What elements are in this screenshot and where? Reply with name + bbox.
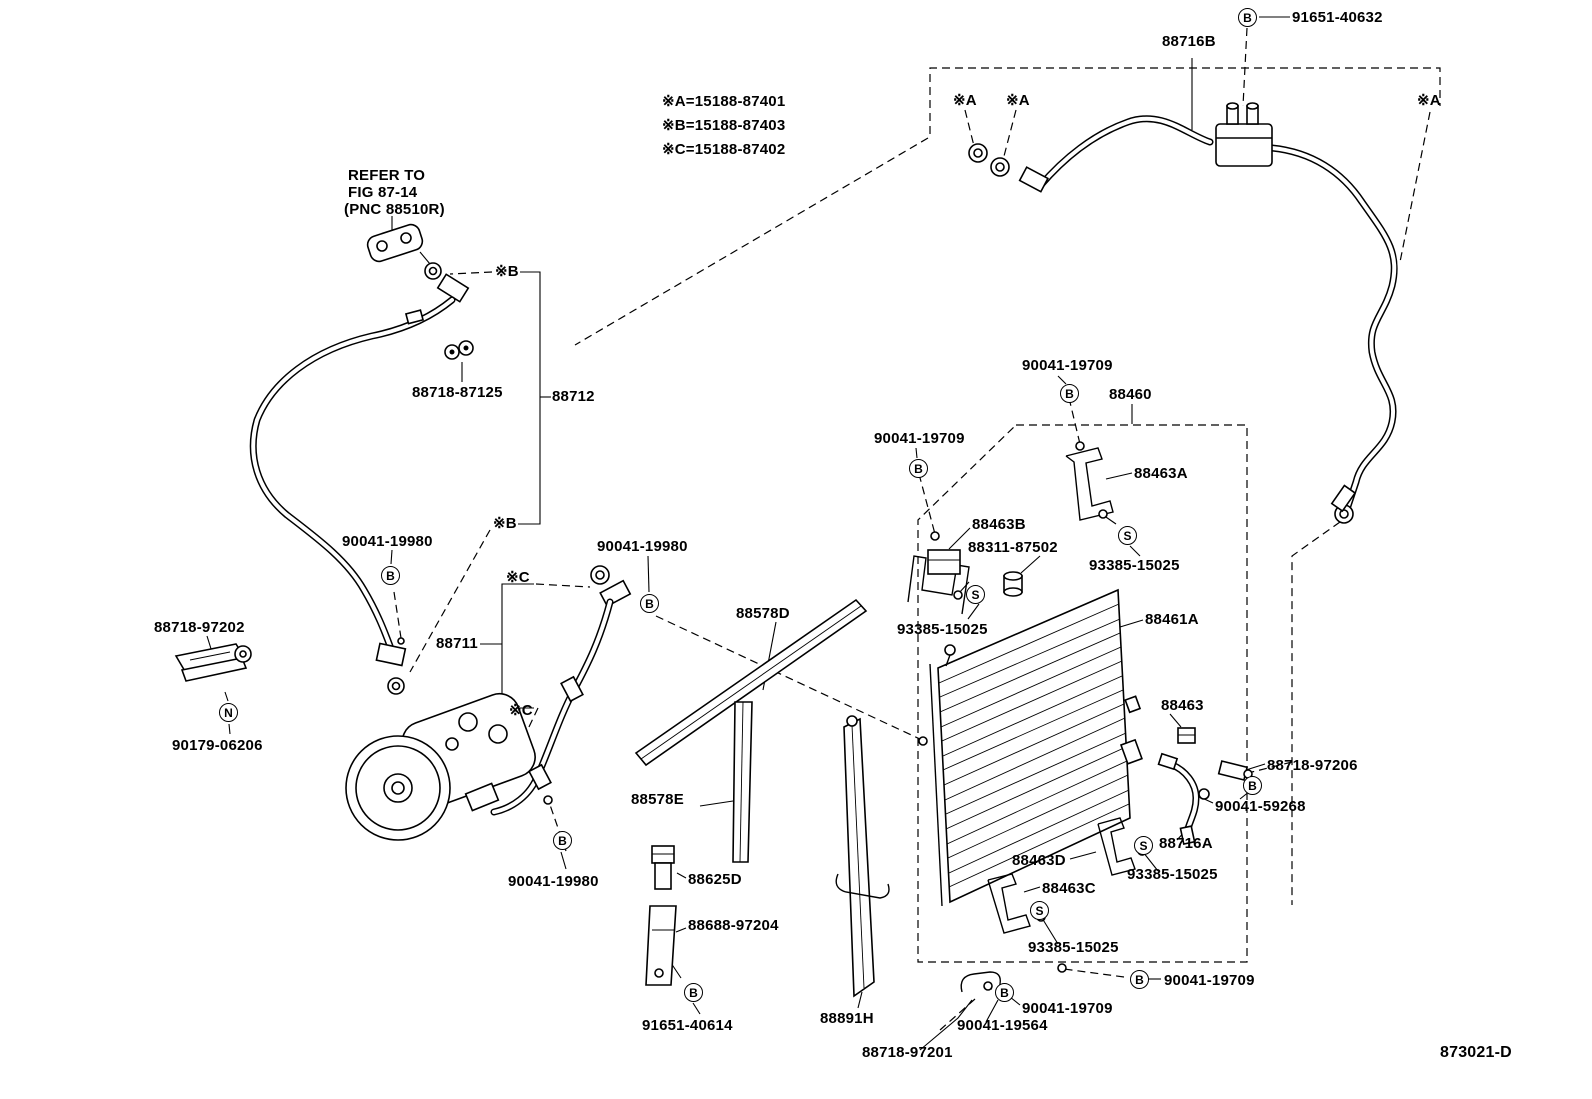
note-refer-to-line2: FIG 87-14	[348, 184, 418, 201]
bracket-88463d-drawing	[1097, 817, 1136, 876]
callout-b-circle-4: B	[381, 566, 400, 585]
compressor-drawing	[345, 692, 536, 841]
part-label-93385-15025-3: 93385-15025	[1127, 866, 1218, 883]
ref-mark-a-2: ※A	[1006, 92, 1030, 109]
ref-mark-a-3: ※A	[1417, 92, 1441, 109]
callout-b-circle-5: B	[640, 594, 659, 613]
part-label-88463c: 88463C	[1042, 880, 1096, 897]
part-label-88578d: 88578D	[736, 605, 790, 622]
callout-b-circle-10: B	[1243, 776, 1262, 795]
refer-flange-drawing	[366, 223, 424, 263]
part-label-90041-19564: 90041-19564	[957, 1017, 1048, 1034]
dashed-reference-lines	[393, 27, 1441, 1031]
part-label-88718-87125: 88718-87125	[412, 384, 503, 401]
part-label-90041-19709-2: 90041-19709	[874, 430, 965, 447]
drawing-number: 873021-D	[1440, 1044, 1512, 1061]
callout-s-circle-4: S	[1030, 901, 1049, 920]
callout-b-circle-1: B	[1238, 8, 1257, 27]
callout-n-circle: N	[219, 703, 238, 722]
ref-mark-c-2: ※C	[509, 702, 533, 719]
callout-b-circle-2: B	[1060, 384, 1079, 403]
legend-item-c: ※C=15188-87402	[662, 141, 786, 158]
connector-88718-97206-drawing	[1198, 760, 1253, 800]
seal-88578e-drawing	[732, 701, 753, 863]
part-label-88718-97206: 88718-97206	[1267, 757, 1358, 774]
rear-cooler-pipe-88716b-drawing	[968, 102, 1398, 524]
callout-b-circle-3: B	[909, 459, 928, 478]
bracket-88463b-drawing	[907, 549, 970, 615]
callout-b-circle-8: B	[995, 983, 1014, 1002]
part-label-88578e: 88578E	[631, 791, 684, 808]
part-label-93385-15025-2: 93385-15025	[897, 621, 988, 638]
leader-lines	[206, 16, 1290, 1051]
part-label-90041-19980-3: 90041-19980	[508, 873, 599, 890]
discharge-hose-88711-drawing	[490, 565, 632, 816]
part-label-90041-59268: 90041-59268	[1215, 798, 1306, 815]
part-label-91651-40632: 91651-40632	[1292, 9, 1383, 26]
legend-item-a: ※A=15188-87401	[662, 93, 786, 110]
part-label-88716b: 88716B	[1162, 33, 1216, 50]
legend-item-b: ※B=15188-87403	[662, 117, 786, 134]
callout-b-circle-6: B	[553, 831, 572, 850]
callout-s-circle-2: S	[966, 585, 985, 604]
seal-88891h-drawing	[835, 715, 890, 998]
seal-88578d-drawing	[634, 598, 868, 767]
part-label-90041-19980-2: 90041-19980	[597, 538, 688, 555]
bracket-88463a-drawing	[1065, 447, 1114, 521]
part-label-88463a: 88463A	[1134, 465, 1188, 482]
part-label-93385-15025-1: 93385-15025	[1089, 557, 1180, 574]
callout-s-circle-1: S	[1118, 526, 1137, 545]
part-label-88718-97202: 88718-97202	[154, 619, 245, 636]
part-label-91651-40614: 91651-40614	[642, 1017, 733, 1034]
bracket-88463c-drawing	[987, 873, 1031, 934]
part-label-88688-97204: 88688-97204	[688, 917, 779, 934]
clamp-88718-97201-drawing	[960, 971, 1001, 995]
strap-88688-97204-drawing	[645, 905, 677, 986]
callout-s-circle-3: S	[1134, 836, 1153, 855]
condenser-88461a-drawing	[929, 588, 1143, 907]
part-label-88311-87502: 88311-87502	[968, 539, 1058, 556]
connector-88625d-drawing	[651, 845, 675, 890]
part-label-90041-19980-1: 90041-19980	[342, 533, 433, 550]
part-label-88718-97201: 88718-97201	[862, 1044, 953, 1061]
part-label-88891h: 88891H	[820, 1010, 874, 1027]
part-label-90041-19709-1: 90041-19709	[1022, 357, 1113, 374]
part-label-88625d: 88625D	[688, 871, 742, 888]
part-label-88716a: 88716A	[1159, 835, 1213, 852]
part-label-88463b: 88463B	[972, 516, 1026, 533]
ref-mark-c-1: ※C	[506, 569, 530, 586]
note-refer-to-line3: (PNC 88510R)	[344, 201, 445, 218]
ref-mark-a-1: ※A	[953, 92, 977, 109]
part-label-88461a: 88461A	[1145, 611, 1199, 628]
part-label-90041-19709-3: 90041-19709	[1164, 972, 1255, 989]
callout-b-circle-9: B	[1130, 970, 1149, 989]
suction-pipe-88712-drawing	[249, 262, 470, 695]
part-label-88463: 88463	[1161, 697, 1204, 714]
clip-88463-drawing	[1177, 727, 1196, 744]
part-label-90041-19709-4: 90041-19709	[1022, 1000, 1113, 1017]
bracket-88718-97202-drawing	[174, 643, 252, 682]
part-label-88463d: 88463D	[1012, 852, 1066, 869]
note-refer-to-line1: REFER TO	[348, 167, 426, 184]
part-label-88711: 88711	[436, 635, 478, 652]
part-label-88712: 88712	[552, 388, 595, 405]
pipe-88716a-drawing	[1157, 752, 1200, 846]
clamp-88718-87125-drawing	[444, 340, 474, 360]
ref-mark-b-2: ※B	[493, 515, 517, 532]
part-label-93385-15025-4: 93385-15025	[1028, 939, 1119, 956]
ref-mark-b-1: ※B	[495, 263, 519, 280]
cushion-88311-87502-drawing	[1003, 571, 1023, 597]
part-label-88460: 88460	[1109, 386, 1152, 403]
callout-b-circle-7: B	[684, 983, 703, 1002]
part-label-90179-06206: 90179-06206	[172, 737, 263, 754]
